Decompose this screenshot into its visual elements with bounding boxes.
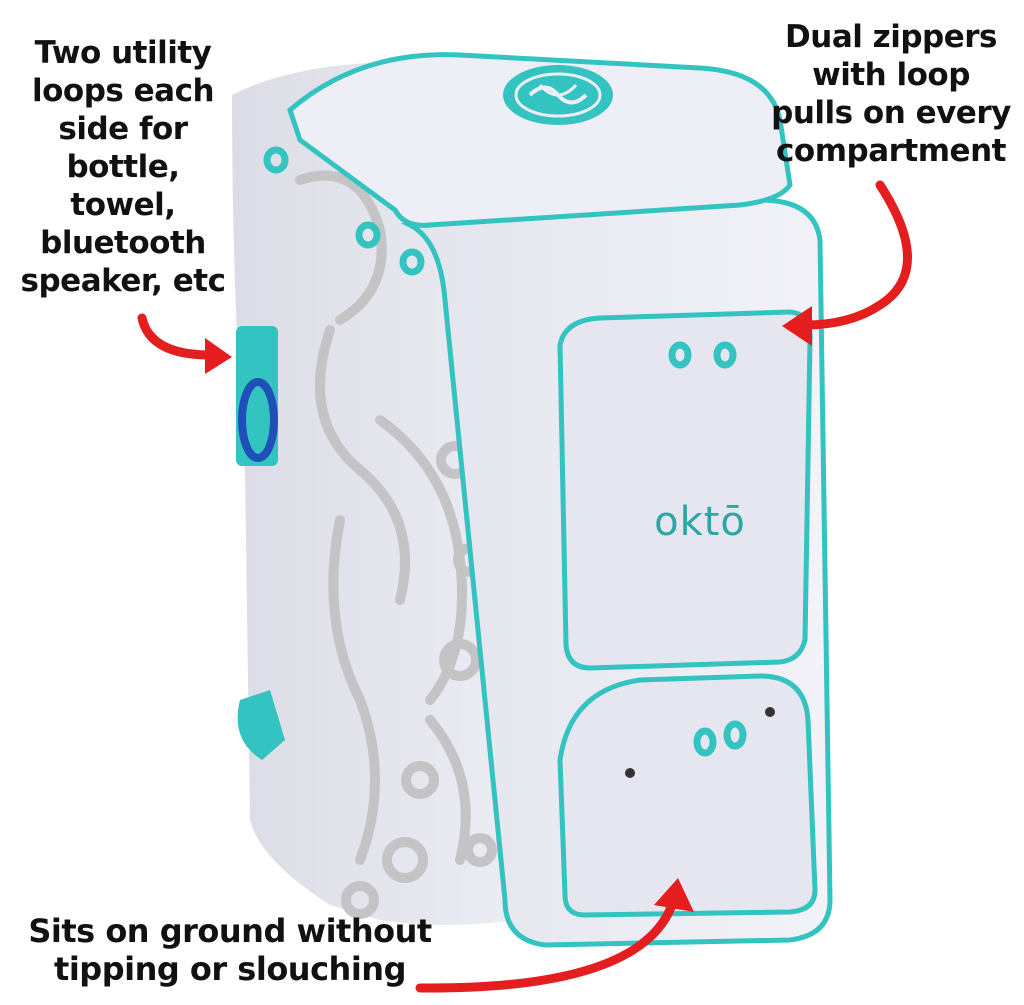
- callout-line: Sits on ground without: [28, 912, 432, 950]
- zipper-pull-icon: [263, 146, 289, 174]
- callout-line: pulls on every: [771, 95, 1011, 131]
- callout-line: with loop: [812, 57, 970, 93]
- vent-hole: [625, 768, 635, 778]
- zipper-pull-icon: [668, 341, 692, 369]
- callout-line: side for: [58, 111, 188, 147]
- zipper-pull-icon: [693, 727, 717, 757]
- okto-logo-icon: [503, 65, 613, 125]
- arrow-bottom-callout: [415, 878, 694, 993]
- arrow-right-callout: [782, 180, 912, 346]
- callout-line: compartment: [776, 133, 1006, 169]
- zipper-pull-icon: [399, 248, 425, 276]
- callout-arrows: [137, 180, 912, 993]
- carabiner-icon: [238, 378, 278, 462]
- callout-line: towel,: [70, 187, 176, 223]
- callout-line: bottle,: [66, 149, 180, 185]
- callout-sits-on-ground: Sits on ground without tipping or slouch…: [20, 912, 440, 988]
- zipper-pulls: [263, 146, 747, 757]
- vent-hole: [765, 707, 775, 717]
- bottom-pocket: [557, 673, 818, 918]
- callout-line: Dual zippers: [785, 19, 997, 55]
- callout-line: speaker, etc: [20, 263, 226, 299]
- front-pocket: [557, 309, 813, 671]
- callout-line: tipping or slouching: [54, 950, 406, 988]
- arrow-left-callout: [137, 313, 232, 374]
- backpack: oktō: [232, 52, 833, 948]
- backpack-top-lid: [287, 52, 793, 228]
- callout-line: loops each: [31, 73, 215, 109]
- callout-utility-loops: Two utility loops each side for bottle, …: [18, 34, 228, 300]
- shoulder-strap: [237, 690, 285, 760]
- callout-line: bluetooth: [40, 225, 206, 261]
- zipper-pull-icon: [723, 720, 747, 750]
- brand-name: oktō: [654, 499, 746, 545]
- callout-line: Two utility: [34, 35, 212, 71]
- zipper-pull-icon: [713, 341, 737, 369]
- zipper-pull-icon: [355, 221, 381, 249]
- callout-dual-zippers: Dual zippers with loop pulls on every co…: [760, 18, 1022, 170]
